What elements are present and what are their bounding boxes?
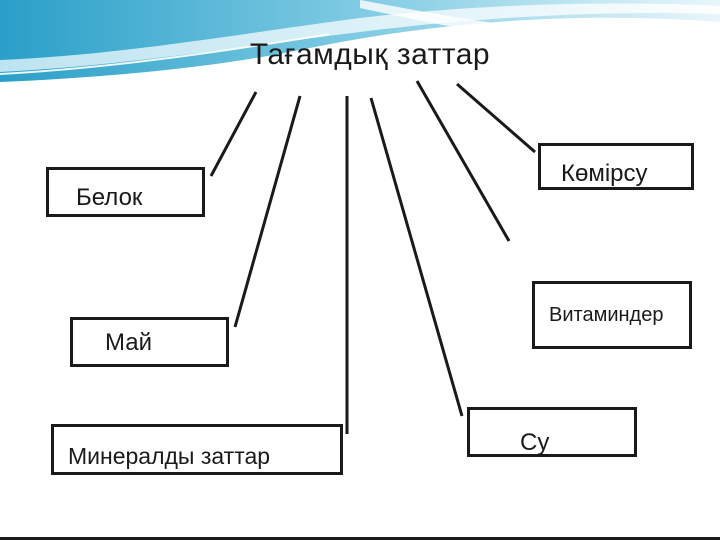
node-mineraldy: Минералды заттар [51, 424, 343, 475]
node-mineraldy-label: Минералды заттар [68, 443, 271, 469]
connector-belok [209, 91, 258, 177]
connector-su [369, 97, 464, 417]
header-wave-decoration [0, 0, 720, 82]
node-vitaminder-label: Витаминдер [549, 304, 664, 326]
node-komirsu-label: Көмірсу [561, 160, 648, 187]
node-su: Су [467, 407, 637, 457]
node-may: Май [70, 317, 229, 367]
node-may-label: Май [105, 329, 153, 356]
connector-komirsu [456, 82, 536, 154]
connector-vitaminder [415, 80, 511, 242]
node-belok-label: Белок [76, 184, 143, 211]
bottom-divider [0, 537, 720, 540]
node-su-label: Су [520, 429, 550, 456]
node-belok: Белок [46, 167, 205, 217]
node-vitaminder: Витаминдер [532, 281, 692, 349]
node-komirsu: Көмірсу [538, 143, 694, 190]
diagram-title: Тағамдық заттар [249, 38, 491, 71]
connector-may [233, 95, 302, 328]
